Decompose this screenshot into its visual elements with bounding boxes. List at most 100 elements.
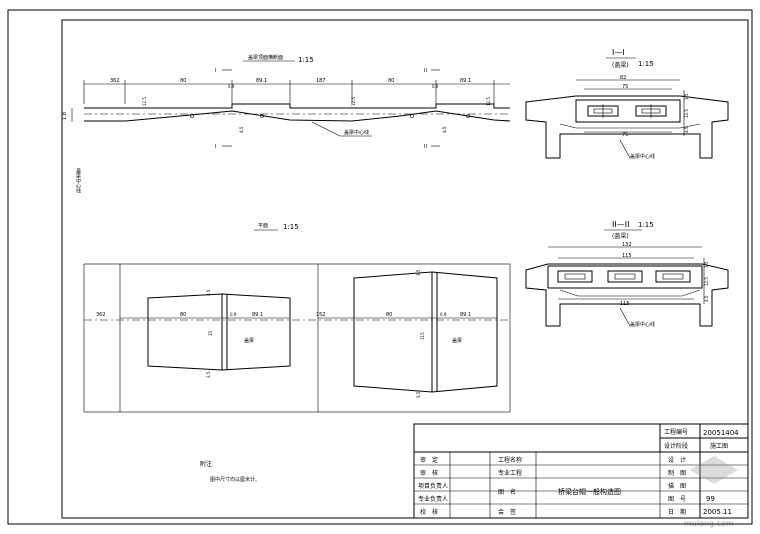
notes-text: 图中尺寸均以厘米计。 bbox=[210, 476, 260, 483]
elev-height-2: 4.5 bbox=[442, 126, 447, 133]
plan-label-left: 盖梁 bbox=[244, 337, 254, 344]
elev-vlabel-3: 12.5 bbox=[486, 97, 491, 106]
tb-date: 2005.11 bbox=[703, 508, 732, 516]
section-2-dim-mid: 115 bbox=[622, 253, 632, 259]
section-1-side-3: 4.5 bbox=[684, 126, 689, 133]
elev-dim-5: 80 bbox=[388, 78, 394, 84]
elev-vlabel-1: 12.5 bbox=[142, 97, 147, 106]
elev-centerline-label: 盖梁中心线 bbox=[344, 129, 369, 136]
section-1-dim-mid: 75 bbox=[622, 84, 628, 90]
tb-mid-4: 会 签 bbox=[498, 508, 516, 516]
tb-design-stage-label: 设计阶段 bbox=[664, 442, 688, 450]
section-2-dim-top: 132 bbox=[622, 242, 632, 248]
plan-dim-7: 0.9 bbox=[440, 312, 447, 317]
cut-mark-1: I bbox=[215, 68, 216, 74]
elev-dim-6: 89.1 bbox=[460, 78, 471, 84]
tb-project-no: 20051404 bbox=[703, 429, 739, 437]
section-2-title: II—II bbox=[612, 220, 629, 229]
tb-left-1: 审 定 bbox=[420, 456, 438, 464]
tb-project-no-label: 工程编号 bbox=[664, 428, 688, 436]
elevation-view: 盖梁顶面横断面 1:15 362 80 89.1 187 80 89.1 I I… bbox=[62, 54, 511, 150]
tb-drawing-name: 桥梁台帽一般构造图 bbox=[558, 487, 621, 496]
plan-right-label: 115 bbox=[420, 332, 425, 340]
plan-dim-6: 80 bbox=[386, 312, 392, 318]
plan-small-4: 3.5 bbox=[416, 391, 421, 398]
tb-mid-3: 图 名 bbox=[498, 488, 516, 496]
section-1-dim-bottom: 75 bbox=[622, 132, 628, 138]
elevation-title: 盖梁顶面横断面 bbox=[248, 54, 283, 61]
section-2-side-2: 12.5 bbox=[704, 277, 709, 286]
section-1-side-2: 12.5 bbox=[684, 109, 689, 118]
tb-left-4: 专业负责人 bbox=[418, 495, 448, 503]
plan-dim-5: 152 bbox=[316, 312, 326, 318]
deck-bottom-line bbox=[84, 110, 511, 122]
cut-mark-3: II bbox=[424, 68, 427, 74]
section-2-sub: (盖梁) bbox=[612, 232, 629, 240]
watermark-text: mulong.com bbox=[684, 519, 734, 528]
section-1-sub: (盖梁) bbox=[612, 61, 629, 69]
section-1-title: I—I bbox=[612, 48, 625, 57]
inner-border bbox=[61, 19, 749, 519]
section-1-scale: 1:15 bbox=[638, 60, 654, 68]
section-1-side-1: 3.5 bbox=[684, 93, 689, 100]
deck-top-line bbox=[84, 103, 510, 109]
tb-right-2: 制 图 bbox=[668, 469, 686, 477]
plan-dim-8: 89.1 bbox=[460, 312, 471, 318]
section-2: II—II (盖梁) 1:15 132 115 115 盖梁中心线 3.5 12… bbox=[525, 220, 729, 328]
elev-vlabel-2: 12.5 bbox=[351, 97, 356, 106]
section-1-centerline-label: 盖梁中心线 bbox=[630, 153, 655, 160]
tb-left-5: 校 核 bbox=[420, 508, 438, 516]
plan-title: 平面 bbox=[258, 223, 268, 229]
elev-left-label: 1.8 bbox=[62, 112, 68, 120]
elev-small-1: 0.9 bbox=[228, 84, 235, 89]
elevation-scale: 1:15 bbox=[298, 56, 314, 64]
cut-mark-2: I bbox=[215, 144, 216, 150]
tb-right-1: 设 计 bbox=[668, 456, 686, 464]
section-2-scale: 1:15 bbox=[638, 221, 654, 229]
section-2-dim-bottom: 115 bbox=[620, 301, 630, 307]
plan-dim-3: 0.9 bbox=[230, 312, 237, 317]
notes-title: 附注 bbox=[200, 460, 212, 468]
plan-dim-2: 80 bbox=[180, 312, 186, 318]
section-2-outline bbox=[525, 263, 729, 327]
tb-left-2: 审 核 bbox=[420, 469, 438, 477]
plan-label-right: 盖梁 bbox=[452, 337, 462, 344]
title-block: 工程编号 20051404 设计阶段 施工图 审 定 审 核 项目负责人 专业负… bbox=[413, 423, 749, 519]
plan-scale: 1:15 bbox=[283, 223, 299, 231]
vertical-centerline-text: 盖梁中心线 bbox=[75, 167, 81, 193]
section-1-outline bbox=[525, 95, 729, 159]
elev-height-1: 4.5 bbox=[239, 126, 244, 133]
plan-left-label: 35 bbox=[208, 330, 213, 336]
elev-small-2: 0.9 bbox=[432, 84, 439, 89]
plan-cap-left bbox=[147, 293, 291, 371]
elev-dim-1: 362 bbox=[110, 78, 120, 84]
tb-drawing-no: 99 bbox=[706, 495, 715, 503]
plan-dim-4: 89.1 bbox=[252, 312, 263, 318]
plan-frame bbox=[83, 263, 511, 413]
section-2-centerline-label: 盖梁中心线 bbox=[630, 321, 655, 328]
plan-small-3: 3.5 bbox=[416, 269, 421, 276]
plan-dim-1: 362 bbox=[96, 312, 106, 318]
section-1: I—I (盖梁) 1:15 82 75 75 盖梁中心线 3.5 12.5 4.… bbox=[525, 48, 729, 160]
watermark-logo: mulong.com bbox=[684, 456, 738, 528]
section-1-dim-top: 82 bbox=[620, 75, 626, 81]
tb-right-5: 日 期 bbox=[668, 508, 686, 516]
plan-small-1: 3.5 bbox=[206, 289, 211, 296]
elev-dim-4: 187 bbox=[316, 78, 326, 84]
plan-cap-right bbox=[353, 271, 498, 393]
section-2-side-1: 3.5 bbox=[704, 261, 709, 268]
plan-view: 平面 1:15 362 80 0.9 89.1 152 80 0.9 89.1 … bbox=[83, 223, 511, 413]
elev-dim-3: 89.1 bbox=[256, 78, 267, 84]
outer-border bbox=[7, 9, 753, 525]
tb-left-3: 项目负责人 bbox=[418, 482, 448, 490]
elev-dim-2: 80 bbox=[180, 78, 186, 84]
tb-right-3: 描 图 bbox=[668, 482, 686, 490]
tb-mid-1: 工程名称 bbox=[498, 456, 522, 464]
tb-right-4: 图 号 bbox=[668, 496, 686, 503]
tb-design-stage: 施工图 bbox=[710, 442, 728, 450]
tb-mid-2: 专业工程 bbox=[498, 469, 522, 477]
plan-small-2: 3.5 bbox=[206, 371, 211, 378]
section-2-side-3: 4.5 bbox=[704, 295, 709, 302]
cut-mark-4: II bbox=[424, 144, 427, 150]
